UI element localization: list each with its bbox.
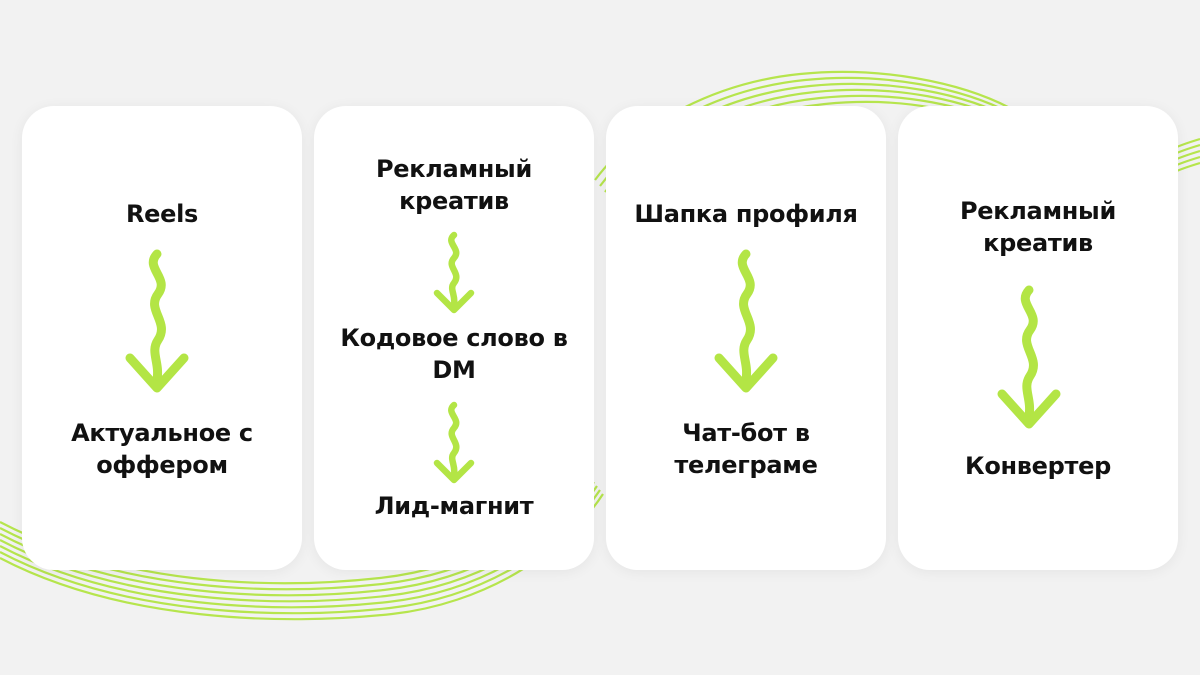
flow-step-label: Актуальное с оффером	[71, 419, 253, 479]
flow-card-4: Рекламный креатив Конвертер	[898, 106, 1178, 570]
flow-step-label: Конвертер	[965, 452, 1111, 480]
squiggly-down-arrow-icon	[433, 401, 475, 484]
flow-step-label: Шапка профиля	[634, 200, 858, 228]
flow-step-label: Кодовое слово в DM	[340, 324, 568, 384]
flow-step-label: Reels	[125, 200, 199, 228]
flow-card-1: Reels Актуальное с оффером	[22, 106, 302, 570]
squiggly-down-arrow-icon	[714, 249, 778, 393]
flow-step-label: Рекламный креатив	[376, 155, 532, 215]
flow-step-label: Чат-бот в телеграме	[674, 419, 818, 479]
flow-step-label: Лид-магнит	[374, 492, 534, 520]
flow-card-2: Рекламный креатив Кодовое слово в DM Лид…	[314, 106, 594, 570]
squiggly-down-arrow-icon	[997, 285, 1061, 429]
flow-step-label: Рекламный креатив	[960, 197, 1116, 257]
flow-card-3: Шапка профиля Чат-бот в телеграме	[606, 106, 886, 570]
squiggly-down-arrow-icon	[125, 249, 189, 393]
squiggly-down-arrow-icon	[433, 231, 475, 314]
